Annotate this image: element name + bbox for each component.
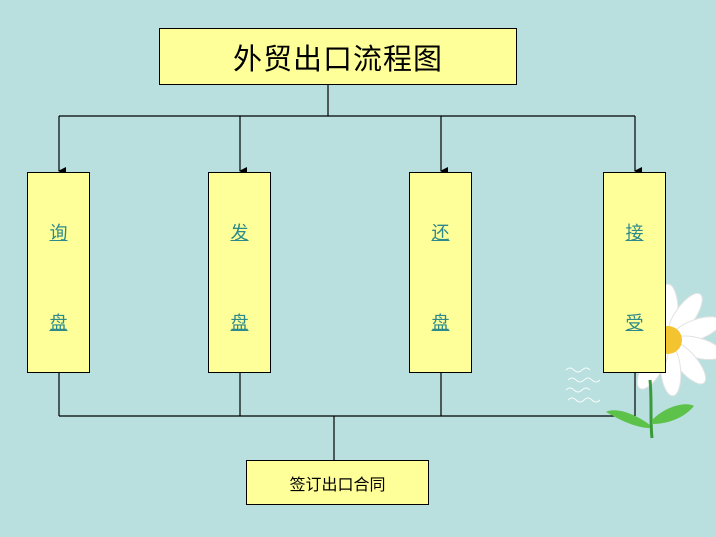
title-box: 外贸出口流程图 [159, 28, 517, 85]
contract-label: 签订出口合同 [289, 474, 386, 494]
step-box-3: 还 盘 [409, 172, 472, 373]
step-1-link-top[interactable]: 询 [49, 223, 68, 244]
step-2-link-bottom[interactable]: 盘 [230, 313, 249, 334]
step-box-1: 询 盘 [27, 172, 90, 373]
step-4-link-top[interactable]: 接 [625, 223, 644, 244]
step-box-2: 发 盘 [208, 172, 271, 373]
diagram-title: 外贸出口流程图 [232, 41, 443, 76]
step-3-link-top[interactable]: 还 [431, 223, 450, 244]
step-2-link-top[interactable]: 发 [230, 223, 249, 244]
step-4-link-bottom[interactable]: 受 [625, 313, 644, 334]
step-1-link-bottom[interactable]: 盘 [49, 313, 68, 334]
contract-box: 签订出口合同 [246, 460, 429, 505]
step-box-4: 接 受 [603, 172, 666, 373]
step-3-link-bottom[interactable]: 盘 [431, 313, 450, 334]
